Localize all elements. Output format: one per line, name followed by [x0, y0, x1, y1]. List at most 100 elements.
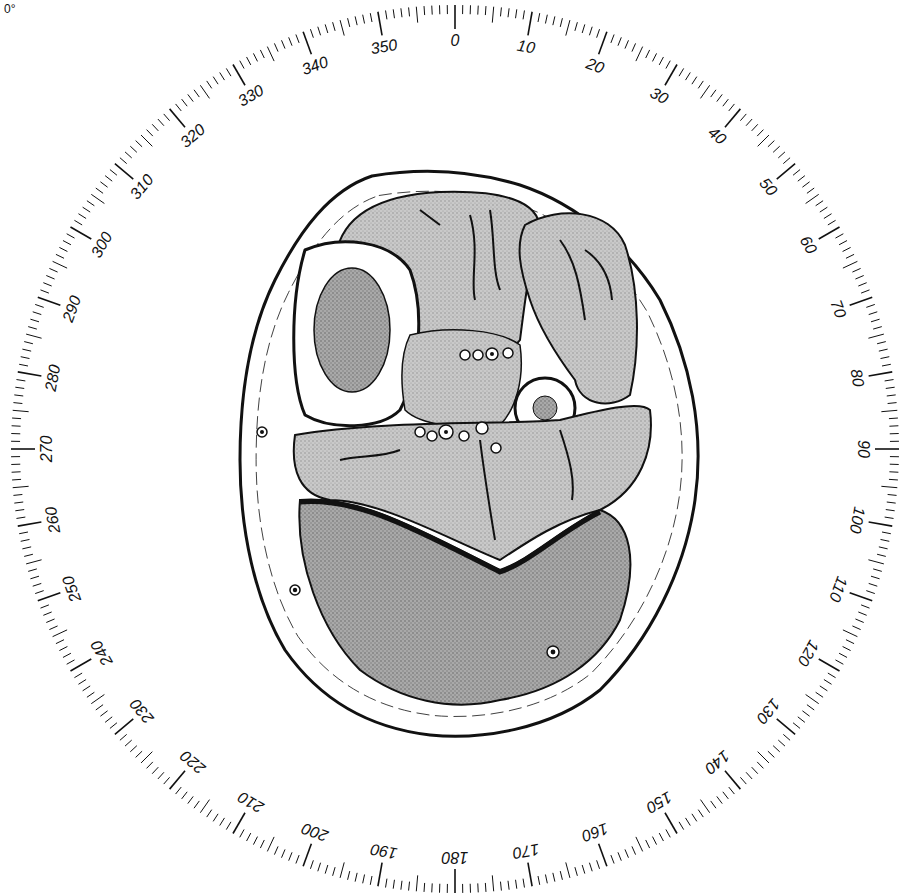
- degree-tick: [194, 801, 199, 808]
- degree-tick: [431, 883, 432, 892]
- degree-tick: [611, 34, 614, 42]
- degree-tick: [700, 85, 709, 98]
- degree-tick: [757, 762, 763, 768]
- degree-tick: [887, 395, 896, 396]
- degree-tick: [820, 686, 828, 691]
- degree-tick: [752, 124, 758, 131]
- degree-tick: [835, 234, 843, 238]
- degree-tick: [879, 349, 888, 351]
- degree-tick: [416, 875, 417, 891]
- degree-tick: [21, 357, 30, 359]
- degree-number: 170: [511, 841, 540, 861]
- degree-tick: [38, 297, 61, 305]
- degree-number: 240: [88, 637, 115, 668]
- degree-tick: [711, 90, 716, 97]
- degree-tick: [889, 479, 898, 481]
- degree-tick: [611, 855, 614, 863]
- degree-tick: [485, 6, 487, 15]
- degree-tick: [636, 47, 643, 62]
- degree-tick: [274, 846, 278, 854]
- degree-tick: [38, 593, 61, 601]
- degree-tick: [477, 883, 478, 892]
- degree-tick: [22, 349, 31, 351]
- degree-tick: [516, 9, 517, 18]
- degree-tick: [783, 734, 790, 740]
- degree-number: 40: [705, 125, 729, 149]
- degree-tick: [597, 29, 600, 38]
- degree-tick: [545, 15, 547, 24]
- degree-tick: [176, 104, 182, 111]
- degree-tick: [105, 717, 112, 723]
- degree-tick: [386, 879, 387, 888]
- degree-tick: [12, 479, 21, 481]
- degree-tick: [370, 13, 372, 22]
- degree-tick: [589, 27, 592, 36]
- degree-tick: [158, 772, 164, 779]
- degree-number: 290: [60, 294, 84, 325]
- degree-tick: [717, 94, 722, 101]
- degree-tick: [152, 124, 158, 131]
- degree-tick: [87, 201, 94, 206]
- degree-tick: [877, 342, 886, 344]
- degree-tick: [868, 560, 883, 564]
- degree-tick: [56, 254, 64, 258]
- degree-tick: [798, 717, 805, 723]
- degree-tick: [824, 214, 832, 219]
- degree-tick: [152, 767, 158, 774]
- degree-tick: [806, 694, 819, 703]
- degree-tick: [110, 723, 117, 729]
- degree-tick: [816, 692, 823, 697]
- degree-number: 280: [43, 364, 63, 393]
- degree-tick: [835, 660, 843, 664]
- degree-tick: [274, 43, 278, 51]
- degree-tick: [141, 135, 152, 146]
- degree-tick: [757, 130, 763, 136]
- degree-tick: [828, 673, 836, 678]
- degree-tick: [599, 844, 607, 867]
- degree-tick: [890, 433, 899, 434]
- degree-tick: [740, 114, 746, 121]
- degree-tick: [182, 792, 188, 799]
- degree-tick: [553, 16, 555, 25]
- degree-tick: [528, 12, 532, 36]
- degree-tick: [26, 334, 41, 338]
- degree-tick: [220, 818, 225, 826]
- degree-tick: [566, 862, 570, 877]
- degree-tick: [267, 47, 274, 62]
- degree-tick: [597, 860, 600, 869]
- degree-tick: [802, 182, 809, 187]
- degree-tick: [355, 16, 357, 25]
- degree-tick: [869, 583, 878, 586]
- degree-tick: [233, 813, 245, 834]
- degree-tick: [861, 605, 869, 608]
- degree-tick: [666, 829, 670, 837]
- degree-tick: [226, 68, 231, 76]
- degree-tick: [325, 865, 328, 874]
- degree-tick: [866, 304, 875, 307]
- degree-tick: [11, 441, 20, 442]
- degree-tick: [33, 312, 42, 315]
- degree-tick: [70, 227, 91, 239]
- degree-tick: [890, 464, 899, 465]
- degree-tick: [340, 862, 344, 877]
- degree-tick: [686, 72, 691, 80]
- degree-tick: [91, 194, 104, 203]
- degree-tick: [778, 740, 785, 746]
- degree-tick: [240, 829, 244, 837]
- degree-tick: [378, 12, 382, 36]
- degree-tick: [575, 867, 577, 876]
- degree-tick: [100, 182, 107, 187]
- degree-tick: [33, 583, 42, 586]
- degree-tick: [200, 800, 209, 813]
- degree-tick: [886, 387, 895, 388]
- degree-tick: [348, 18, 350, 27]
- degree-tick: [21, 539, 30, 541]
- degree-tick: [850, 593, 873, 601]
- degree-tick: [508, 8, 509, 17]
- degree-tick: [665, 64, 677, 85]
- degree-tick: [46, 619, 54, 623]
- degree-tick: [125, 740, 132, 746]
- degree-number: 120: [795, 637, 822, 668]
- degree-tick: [158, 119, 164, 126]
- degree-tick: [355, 873, 357, 882]
